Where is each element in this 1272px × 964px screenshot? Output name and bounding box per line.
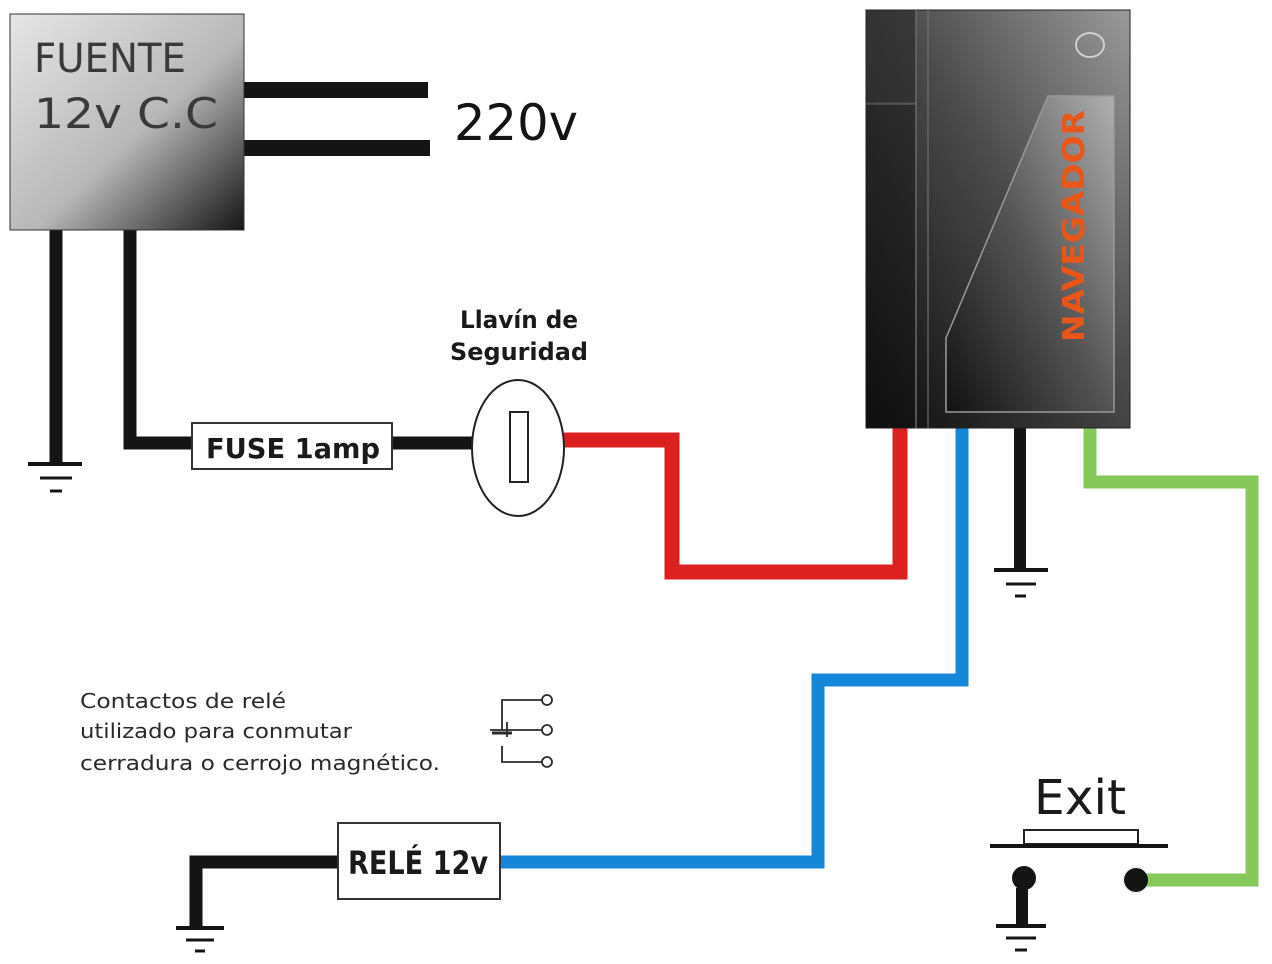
controller-led xyxy=(1075,32,1105,58)
ground-symbol-exit xyxy=(996,924,1046,952)
red-wire xyxy=(564,428,908,580)
exit-button-cap xyxy=(1023,829,1139,845)
ground-symbol-relay xyxy=(176,926,224,953)
relay-note-line2: utilizado para conmutar xyxy=(80,719,353,743)
exit-terminal-left xyxy=(1012,866,1036,890)
exit-button xyxy=(990,829,1168,928)
fuse-box xyxy=(191,422,393,470)
key-switch-label-line1: Llavín de xyxy=(460,306,578,334)
power-supply-label-line2: 12v C.C xyxy=(34,89,218,138)
relay-ground-wire xyxy=(189,855,338,930)
controller-front-panel xyxy=(945,95,1115,413)
mains-voltage-label: 220v xyxy=(454,94,578,152)
power-supply-box xyxy=(9,13,245,231)
exit-terminal-right xyxy=(1124,868,1148,892)
mains-wire-top xyxy=(240,82,428,98)
ground-symbol-supply xyxy=(28,462,82,493)
relay-box xyxy=(337,822,501,900)
controller-brand-label: NAVEGADOR xyxy=(1057,110,1092,342)
power-supply-label-line1: FUENTE xyxy=(34,36,186,82)
exit-label: Exit xyxy=(1034,770,1126,826)
key-switch-slot xyxy=(509,411,529,483)
fuse-label: FUSE 1amp xyxy=(206,432,380,465)
mains-wire-bottom xyxy=(240,140,430,156)
relay-note-line3: cerradura o cerrojo magnético. xyxy=(80,751,440,775)
key-switch-label-line2: Seguridad xyxy=(450,338,588,366)
access-controller xyxy=(865,9,1131,429)
supply-positive-wire xyxy=(123,210,192,450)
blue-wire xyxy=(500,428,969,869)
relay-label: RELÉ 12v xyxy=(348,844,488,882)
relay-note-line1: Contactos de relé xyxy=(80,689,286,713)
green-wire xyxy=(1083,428,1259,887)
relay-contacts-icon xyxy=(490,694,553,768)
ground-symbol-controller xyxy=(994,568,1048,598)
